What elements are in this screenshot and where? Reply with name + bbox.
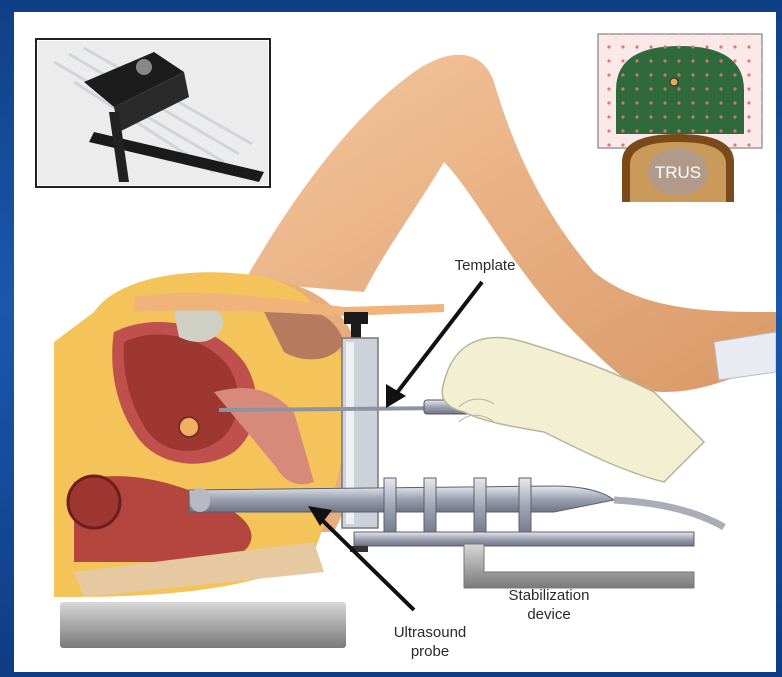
ultrasound-probe-label: Ultrasound probe: [370, 623, 490, 661]
stabilization-label-line2: device: [484, 605, 614, 624]
device-photo-inset: [36, 39, 270, 187]
stabilization-label-line1: Stabilization: [484, 586, 614, 605]
illustration-panel: TRUS: [14, 12, 776, 672]
stabilization-device-label: Stabilization device: [484, 586, 614, 624]
template-label: Template: [430, 256, 540, 275]
trus-label: TRUS: [655, 163, 701, 182]
ultrasound-label-line2: probe: [370, 642, 490, 661]
ultrasound-label-line1: Ultrasound: [370, 623, 490, 642]
pelvic-cross-section: [54, 272, 444, 597]
table-pad: [60, 602, 346, 648]
brachytherapy-illustration: TRUS: [14, 12, 776, 672]
